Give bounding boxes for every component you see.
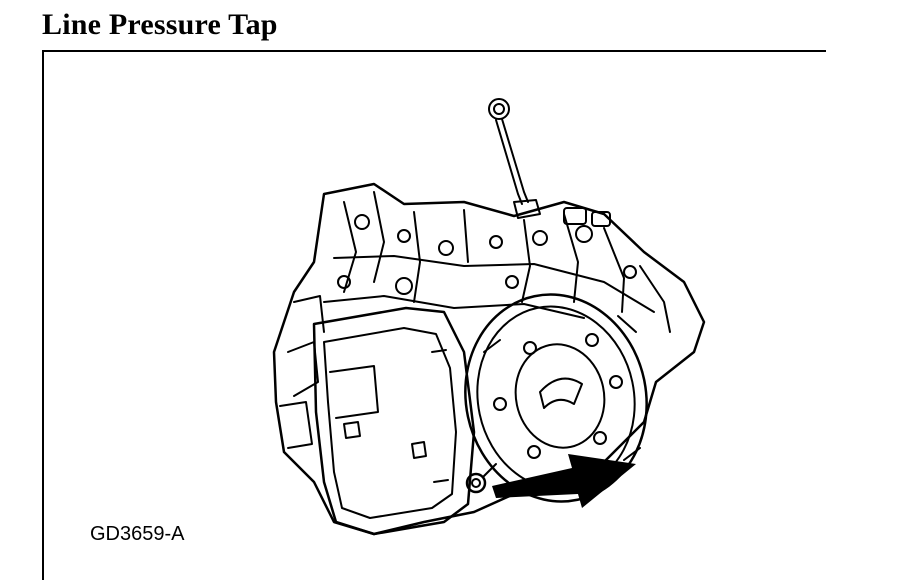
figure-id-label: GD3659-A: [90, 523, 185, 545]
figure-frame: GD3659-A: [42, 50, 826, 580]
dipstick: [488, 98, 541, 219]
pointer-arrow: [492, 454, 636, 508]
side-cover: [312, 306, 476, 536]
line-pressure-tap: [465, 472, 487, 494]
page-title: Line Pressure Tap: [42, 8, 278, 41]
